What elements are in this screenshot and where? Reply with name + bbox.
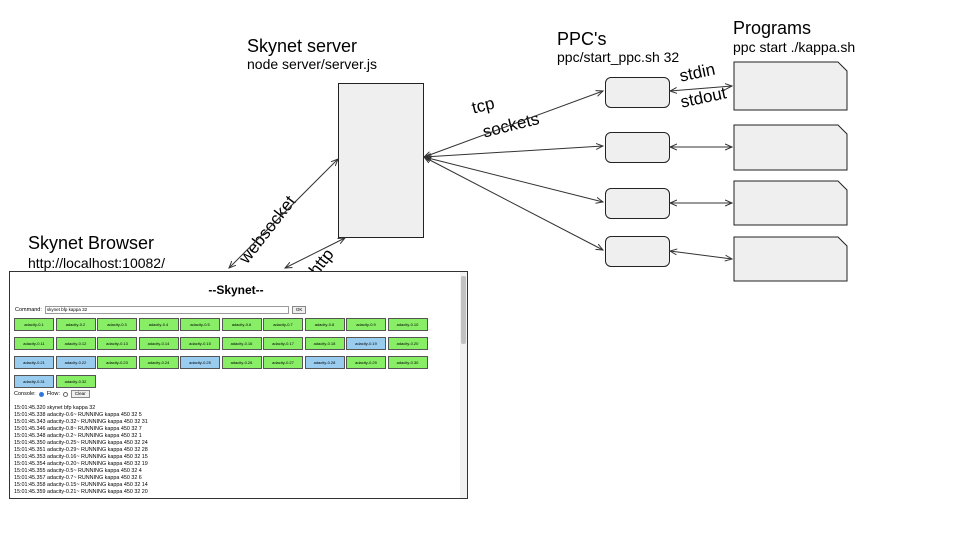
node-chip[interactable]: adacity-0.7 <box>263 318 303 331</box>
node-chip[interactable]: adacity-0.26 <box>221 356 262 369</box>
browser-page-title: --Skynet-- <box>208 283 264 297</box>
flow-label: Flow: <box>46 391 60 397</box>
node-chip[interactable]: adacity-0.8 <box>304 318 345 331</box>
console-radio[interactable] <box>38 391 44 397</box>
node-chip[interactable]: adacity-0.3 <box>97 318 137 331</box>
stdio-line-1 <box>670 86 732 91</box>
program-box-1 <box>733 61 848 111</box>
log-line: 15:01:45.320 skynet bfp kappa 32 <box>14 405 96 411</box>
tcp-socket-line-2 <box>424 146 603 157</box>
clear-button[interactable]: Clear <box>70 390 90 398</box>
log-line: 15:01:45.338 adacity-0.6~ RUNNING kappa … <box>14 412 142 418</box>
browser-scrollbar[interactable] <box>460 272 467 498</box>
node-chip[interactable]: adacity-0.5 <box>180 318 220 331</box>
websocket-line <box>229 159 338 268</box>
program-box-3 <box>733 180 848 226</box>
log-line: 15:01:45.353 adacity-0.16~ RUNNING kappa… <box>14 454 148 460</box>
programs-title: Programs <box>733 18 812 38</box>
node-chip[interactable]: adacity-0.14 <box>138 337 179 350</box>
node-chip[interactable]: adacity-0.25 <box>180 356 220 369</box>
node-chip[interactable]: adacity-0.6 <box>221 318 262 331</box>
node-chip[interactable]: adacity-0.31 <box>14 375 54 388</box>
node-chip[interactable]: adacity-0.12 <box>55 337 96 350</box>
ok-button[interactable]: OK <box>291 306 307 314</box>
node-chip[interactable]: adacity-0.17 <box>263 337 303 350</box>
log-line: 15:01:45.343 adacity-0.32~ RUNNING kappa… <box>14 419 148 425</box>
console-row: Console: Flow: Clear <box>14 390 90 398</box>
ppcs-title: PPC's <box>557 29 607 49</box>
browser-label-title: Skynet Browser <box>28 233 155 253</box>
log-line: 15:01:45.357 adacity-0.7~ RUNNING kappa … <box>14 475 142 481</box>
node-chip[interactable]: adacity-0.4 <box>138 318 179 331</box>
tcp-socket-line-4 <box>424 157 603 250</box>
node-chip[interactable]: adacity-0.16 <box>221 337 262 350</box>
tcp-socket-line-3 <box>424 157 603 202</box>
node-chip[interactable]: adacity-0.18 <box>304 337 345 350</box>
browser-label-url: http://localhost:10082/ <box>28 255 165 271</box>
node-chip[interactable]: adacity-0.22 <box>55 356 96 369</box>
node-chip[interactable]: adacity-0.2 <box>55 318 96 331</box>
node-chip[interactable]: adacity-0.20 <box>387 337 428 350</box>
http-line <box>285 238 345 268</box>
program-box-2 <box>733 124 848 171</box>
log-line: 15:01:45.359 adacity-0.21~ RUNNING kappa… <box>14 489 148 495</box>
log-line: 15:01:45.346 adacity-0.8~ RUNNING kappa … <box>14 426 142 432</box>
node-chip[interactable]: adacity-0.1 <box>14 318 54 331</box>
node-chip[interactable]: adacity-0.23 <box>97 356 137 369</box>
skynet-browser-window: --Skynet-- Command: skynet bfp kappa 32 … <box>9 271 468 499</box>
program-box-4 <box>733 236 848 282</box>
node-chip[interactable]: adacity-0.24 <box>138 356 179 369</box>
log-line: 15:01:45.351 adacity-0.29~ RUNNING kappa… <box>14 447 148 453</box>
node-chip[interactable]: adacity-0.10 <box>387 318 428 331</box>
ppc-box-3 <box>605 188 670 219</box>
flow-radio[interactable] <box>62 391 68 397</box>
stdio-line-4 <box>670 251 732 259</box>
ppc-box-1 <box>605 77 670 108</box>
ppcs-command: ppc/start_ppc.sh 32 <box>557 49 680 65</box>
log-line: 15:01:45.358 adacity-0.15~ RUNNING kappa… <box>14 482 148 488</box>
ppc-box-2 <box>605 132 670 163</box>
console-label: Console: <box>14 391 36 397</box>
log-line: 15:01:45.348 adacity-0.2~ RUNNING kappa … <box>14 433 142 439</box>
node-chip[interactable]: adacity-0.9 <box>346 318 386 331</box>
node-chip[interactable]: adacity-0.27 <box>263 356 303 369</box>
node-chip[interactable]: adacity-0.15 <box>180 337 220 350</box>
scrollbar-thumb[interactable] <box>461 276 466 344</box>
command-input[interactable]: skynet bfp kappa 32 <box>44 306 289 314</box>
node-chip[interactable]: adacity-0.32 <box>55 375 96 388</box>
node-chip[interactable]: adacity-0.28 <box>304 356 345 369</box>
log-line: 15:01:45.350 adacity-0.25~ RUNNING kappa… <box>14 440 148 446</box>
command-row: Command: skynet bfp kappa 32 OK <box>15 306 307 314</box>
server-command: node server/server.js <box>247 56 377 72</box>
log-line: 15:01:45.354 adacity-0.20~ RUNNING kappa… <box>14 461 148 467</box>
ppc-box-4 <box>605 236 670 267</box>
node-chip[interactable]: adacity-0.19 <box>346 337 386 350</box>
programs-command: ppc start ./kappa.sh <box>733 39 856 55</box>
node-chip[interactable]: adacity-0.21 <box>14 356 54 369</box>
log-line: 15:01:45.355 adacity-0.5~ RUNNING kappa … <box>14 468 142 474</box>
node-chip[interactable]: adacity-0.11 <box>14 337 54 350</box>
node-chip[interactable]: adacity-0.29 <box>346 356 386 369</box>
tcp-socket-line-1 <box>424 91 603 157</box>
node-chip[interactable]: adacity-0.13 <box>97 337 137 350</box>
server-title: Skynet server <box>247 36 358 56</box>
node-chip[interactable]: adacity-0.30 <box>387 356 428 369</box>
command-label: Command: <box>15 307 42 313</box>
